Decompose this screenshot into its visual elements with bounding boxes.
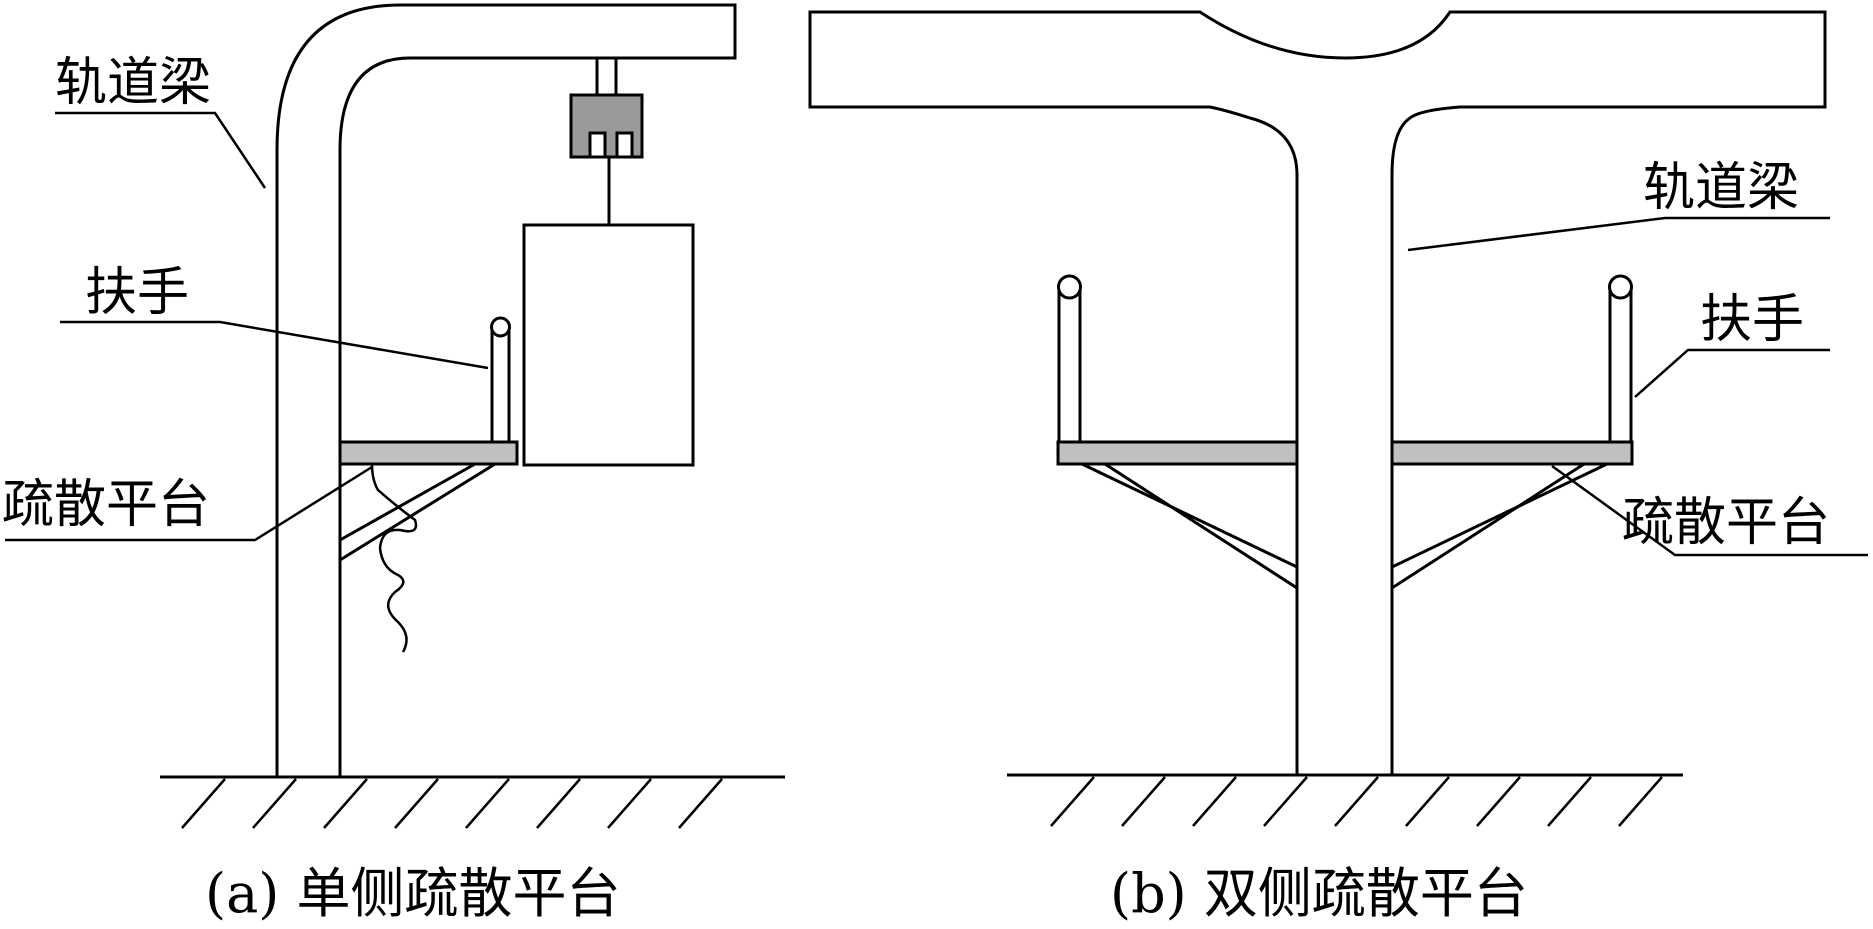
- panel-a-handrail: [490, 316, 511, 442]
- panel-a-leaders: [5, 111, 489, 542]
- panel-b-ground: [1007, 773, 1683, 827]
- panel-a-single-side: 轨道梁 扶手 疏散平台 (a) 单侧疏散平台: [2, 3, 785, 925]
- panel-a-break-line: [370, 463, 418, 653]
- panel-a-label-handrail: 扶手: [85, 263, 189, 323]
- panel-b-caption: (b) 双侧疏散平台: [1110, 862, 1528, 925]
- panel-b-label-platform: 疏散平台: [1622, 493, 1830, 553]
- panel-a-platform: [338, 440, 519, 466]
- panel-a-ground: [160, 775, 785, 829]
- panel-b-track-beam: [808, 10, 1827, 775]
- panel-a-vehicle: [522, 223, 695, 467]
- panel-a-brace: [339, 462, 496, 562]
- panel-b-double-side: 轨道梁 扶手 疏散平台 (b) 双侧疏散平台: [808, 10, 1868, 925]
- panel-a-caption: (a) 单侧疏散平台: [205, 862, 621, 925]
- panel-b-leaders: [1407, 216, 1868, 557]
- panel-b-handrail-left: [1057, 274, 1082, 442]
- panel-a-label-platform: 疏散平台: [2, 475, 210, 535]
- panel-a-label-track-beam: 轨道梁: [55, 53, 211, 113]
- panel-b-platform-right: [1390, 440, 1634, 466]
- panel-b-label-track-beam: 轨道梁: [1643, 158, 1799, 218]
- panel-b-brace-left: [1081, 462, 1298, 590]
- panel-b-label-handrail: 扶手: [1700, 290, 1804, 350]
- panel-a-track-beam: [275, 3, 737, 777]
- panel-b-handrail-right: [1608, 274, 1633, 442]
- panel-b-platform-left: [1056, 440, 1299, 466]
